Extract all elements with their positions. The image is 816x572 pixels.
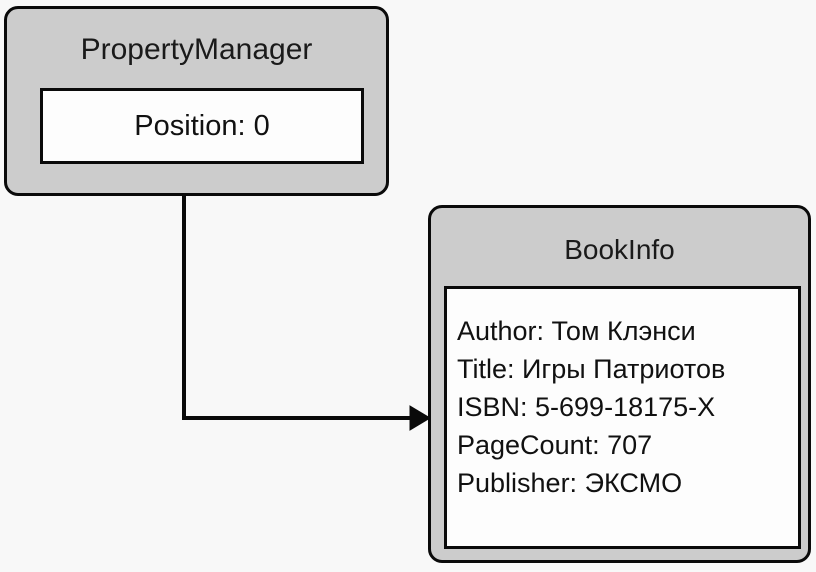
property-isbn: ISBN: 5-699-18175-X: [457, 392, 716, 422]
property-title: Title: Игры Патриотов: [457, 354, 726, 384]
arrowhead-icon: [409, 405, 431, 431]
property-publisher: Publisher: ЭКСМО: [457, 468, 683, 498]
node-title-book-info: BookInfo: [564, 234, 675, 265]
connector-polyline: [182, 158, 414, 420]
property-position: Position: 0: [134, 109, 270, 142]
property-author: Author: Том Клэнси: [457, 316, 696, 346]
compartment-book-info: Author: Том Клэнси Title: Игры Патриотов…: [444, 286, 801, 549]
compartment-property-manager: Position: 0: [40, 88, 364, 164]
node-title-property-manager: PropertyManager: [80, 33, 313, 66]
property-pagecount: PageCount: 707: [457, 430, 653, 460]
node-property-manager[interactable]: PropertyManager Position: 0: [4, 6, 389, 196]
node-book-info[interactable]: BookInfo Author: Том Клэнси Title: Игры …: [428, 205, 811, 563]
